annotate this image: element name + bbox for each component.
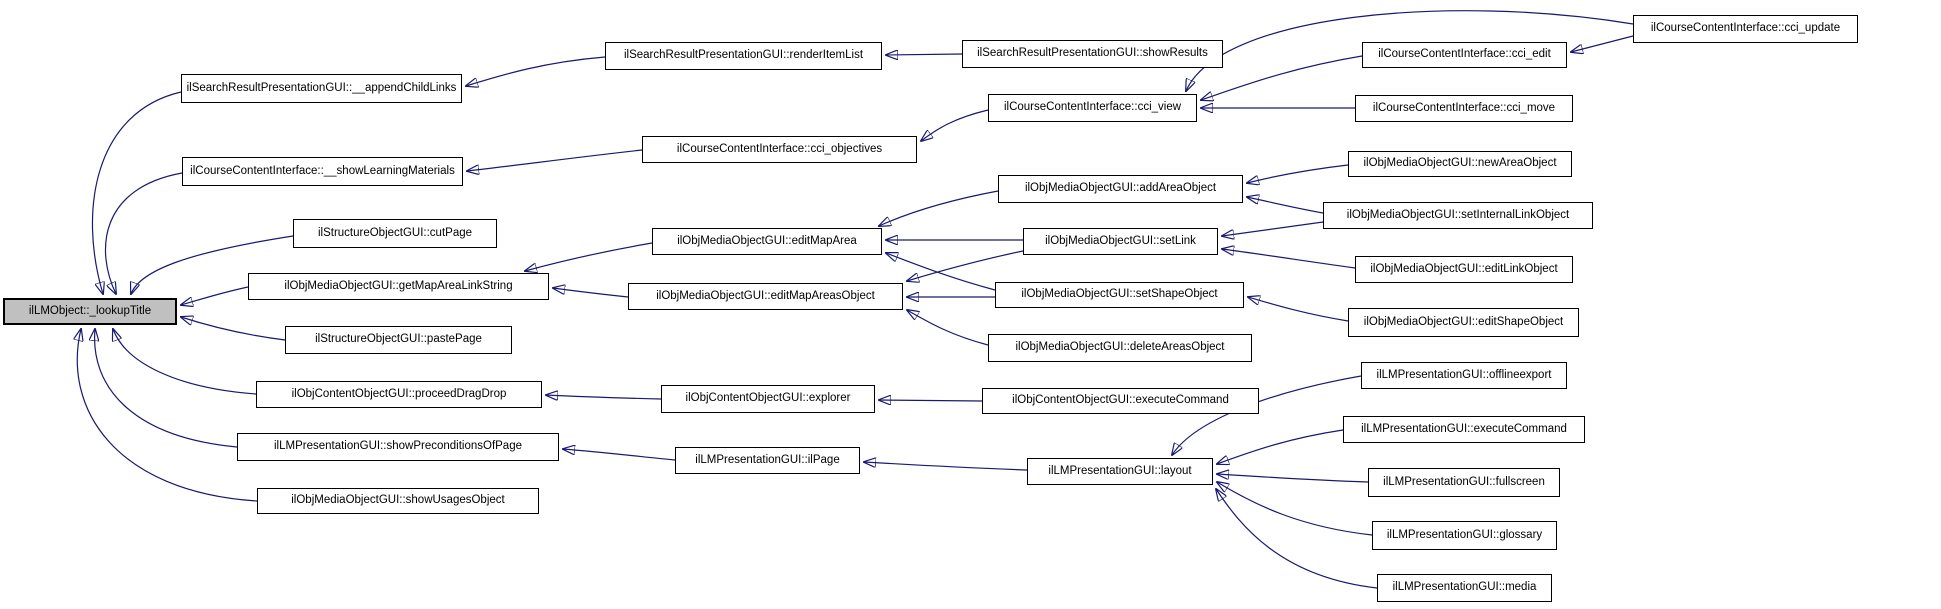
node-ilobjcontentobjectgui-executecommand[interactable]: ilObjContentObjectGUI::executeCommand bbox=[982, 388, 1259, 414]
edge-oc_executeCommand-to-explorer bbox=[879, 400, 983, 401]
edge-explorer-to-proceedDragDrop bbox=[546, 395, 662, 399]
edge-fullscreen-to-layout bbox=[1217, 474, 1369, 483]
edge-setInternalLinkObject-to-setLink bbox=[1222, 221, 1324, 236]
edge-appendChildLinks-to-lookupTitle bbox=[91, 91, 182, 294]
node-illmpresentationgui-showpreconditionsofpage[interactable]: ilLMPresentationGUI::showPreconditionsOf… bbox=[237, 433, 559, 461]
node-ilcoursecontentinterface-cci-objectives[interactable]: ilCourseContentInterface::cci_objectives bbox=[642, 136, 917, 163]
node-illmpresentationgui-offlineexport[interactable]: ilLMPresentationGUI::offlineexport bbox=[1361, 362, 1567, 389]
edge-setLink-to-editMapAreasObject bbox=[907, 250, 1024, 281]
node-illmpresentationgui-fullscreen[interactable]: ilLMPresentationGUI::fullscreen bbox=[1368, 468, 1560, 497]
edge-media-to-layout bbox=[1216, 489, 1378, 589]
edge-editMapArea-to-getMapAreaLinkString bbox=[525, 242, 653, 271]
edge-editShapeObject-to-setShapeObject bbox=[1248, 297, 1349, 322]
node-illmpresentationgui-ilpage[interactable]: ilLMPresentationGUI::ilPage bbox=[675, 447, 860, 474]
edge-editMapAreasObject-to-getMapAreaLinkString bbox=[553, 288, 629, 298]
node-ilcoursecontentinterface-showlearningmaterials[interactable]: ilCourseContentInterface::__showLearning… bbox=[182, 157, 463, 186]
node-ilobjmediaobjectgui-newareaobject[interactable]: ilObjMediaObjectGUI::newAreaObject bbox=[1348, 151, 1572, 177]
node-ilobjmediaobjectgui-deleteareasobject[interactable]: ilObjMediaObjectGUI::deleteAreasObject bbox=[988, 334, 1252, 362]
node-ilobjcontentobjectgui-explorer[interactable]: ilObjContentObjectGUI::explorer bbox=[661, 385, 875, 413]
node-illmpresentationgui-layout[interactable]: ilLMPresentationGUI::layout bbox=[1027, 458, 1213, 485]
edge-ilPage-to-showPreconditionsOfPage bbox=[563, 449, 676, 461]
node-ilobjmediaobjectgui-editmaparea[interactable]: ilObjMediaObjectGUI::editMapArea bbox=[652, 228, 882, 255]
edge-cci_edit-to-cci_view bbox=[1201, 55, 1363, 100]
edge-deleteAreasObject-to-editMapAreasObject bbox=[907, 310, 989, 346]
edge-setInternalLinkObject-to-addAreaObject bbox=[1247, 197, 1324, 214]
node-illmpresentationgui-media[interactable]: ilLMPresentationGUI::media bbox=[1377, 574, 1552, 602]
node-ilcoursecontentinterface-cci-view[interactable]: ilCourseContentInterface::cci_view bbox=[988, 94, 1197, 122]
edge-addAreaObject-to-editMapArea bbox=[879, 190, 999, 226]
node-ilsearchresultpresentationgui-appendchildlinks[interactable]: ilSearchResultPresentationGUI::__appendC… bbox=[181, 74, 462, 103]
node-ilcoursecontentinterface-cci-move[interactable]: ilCourseContentInterface::cci_move bbox=[1355, 95, 1573, 122]
edge-cutPage-to-lookupTitle bbox=[131, 235, 294, 294]
node-ilobjmediaobjectgui-setlink[interactable]: ilObjMediaObjectGUI::setLink bbox=[1023, 228, 1218, 255]
edge-renderItemList-to-appendChildLinks bbox=[466, 56, 606, 86]
node-illmpresentationgui-executecommand[interactable]: ilLMPresentationGUI::executeCommand bbox=[1343, 416, 1585, 443]
node-ilstructureobjectgui-cutpage[interactable]: ilStructureObjectGUI::cutPage bbox=[293, 219, 497, 248]
edge-proceedDragDrop-to-lookupTitle bbox=[113, 329, 257, 395]
node-ilcoursecontentinterface-cci-edit[interactable]: ilCourseContentInterface::cci_edit bbox=[1362, 42, 1567, 68]
edge-cci_objectives-to-showLearningMaterials bbox=[467, 149, 643, 171]
node-ilobjmediaobjectgui-setinternallinkobject[interactable]: ilObjMediaObjectGUI::setInternalLinkObje… bbox=[1323, 202, 1593, 229]
edge-lm_executeCommand-to-layout bbox=[1217, 429, 1344, 464]
node-ilobjcontentobjectgui-proceeddragdrop[interactable]: ilObjContentObjectGUI::proceedDragDrop bbox=[256, 381, 542, 408]
node-illmobject-lookuptitle: ilLMObject::_lookupTitle bbox=[3, 298, 177, 325]
edge-newAreaObject-to-addAreaObject bbox=[1247, 164, 1349, 183]
edge-cci_view-to-cci_objectives bbox=[921, 109, 989, 141]
edge-showLearningMaterials-to-lookupTitle bbox=[104, 172, 183, 294]
edge-editLinkObject-to-setLink bbox=[1222, 249, 1356, 269]
edge-pastePage-to-lookupTitle bbox=[181, 317, 286, 341]
node-ilsearchresultpresentationgui-showresults[interactable]: ilSearchResultPresentationGUI::showResul… bbox=[962, 40, 1223, 68]
node-ilobjmediaobjectgui-setshapeobject[interactable]: ilObjMediaObjectGUI::setShapeObject bbox=[995, 282, 1244, 308]
node-ilobjmediaobjectgui-editmapareasobject[interactable]: ilObjMediaObjectGUI::editMapAreasObject bbox=[628, 283, 903, 310]
edge-cci_update-to-cci_edit bbox=[1571, 35, 1634, 52]
edge-getMapAreaLinkString-to-lookupTitle bbox=[181, 286, 249, 305]
node-ilobjmediaobjectgui-addareaobject[interactable]: ilObjMediaObjectGUI::addAreaObject bbox=[998, 175, 1243, 203]
node-illmpresentationgui-glossary[interactable]: ilLMPresentationGUI::glossary bbox=[1372, 521, 1557, 550]
node-ilsearchresultpresentationgui-renderitemlist[interactable]: ilSearchResultPresentationGUI::renderIte… bbox=[605, 42, 882, 70]
node-ilobjmediaobjectgui-showusagesobject[interactable]: ilObjMediaObjectGUI::showUsagesObject bbox=[257, 488, 539, 514]
node-ilcoursecontentinterface-cci-update[interactable]: ilCourseContentInterface::cci_update bbox=[1633, 15, 1858, 43]
node-ilstructureobjectgui-pastepage[interactable]: ilStructureObjectGUI::pastePage bbox=[285, 326, 512, 354]
edge-glossary-to-layout bbox=[1217, 482, 1373, 536]
edge-setShapeObject-to-editMapArea bbox=[886, 253, 996, 291]
node-ilobjmediaobjectgui-getmaparealinkstring[interactable]: ilObjMediaObjectGUI::getMapAreaLinkStrin… bbox=[248, 273, 549, 300]
edge-layout-to-ilPage bbox=[864, 462, 1028, 471]
edge-showResults-to-renderItemList bbox=[886, 54, 963, 55]
node-ilobjmediaobjectgui-editlinkobject[interactable]: ilObjMediaObjectGUI::editLinkObject bbox=[1355, 256, 1573, 283]
node-ilobjmediaobjectgui-editshapeobject[interactable]: ilObjMediaObjectGUI::editShapeObject bbox=[1348, 308, 1579, 337]
edge-showPreconditionsOfPage-to-lookupTitle bbox=[95, 329, 238, 448]
edge-showUsagesObject-to-lookupTitle bbox=[77, 329, 258, 502]
